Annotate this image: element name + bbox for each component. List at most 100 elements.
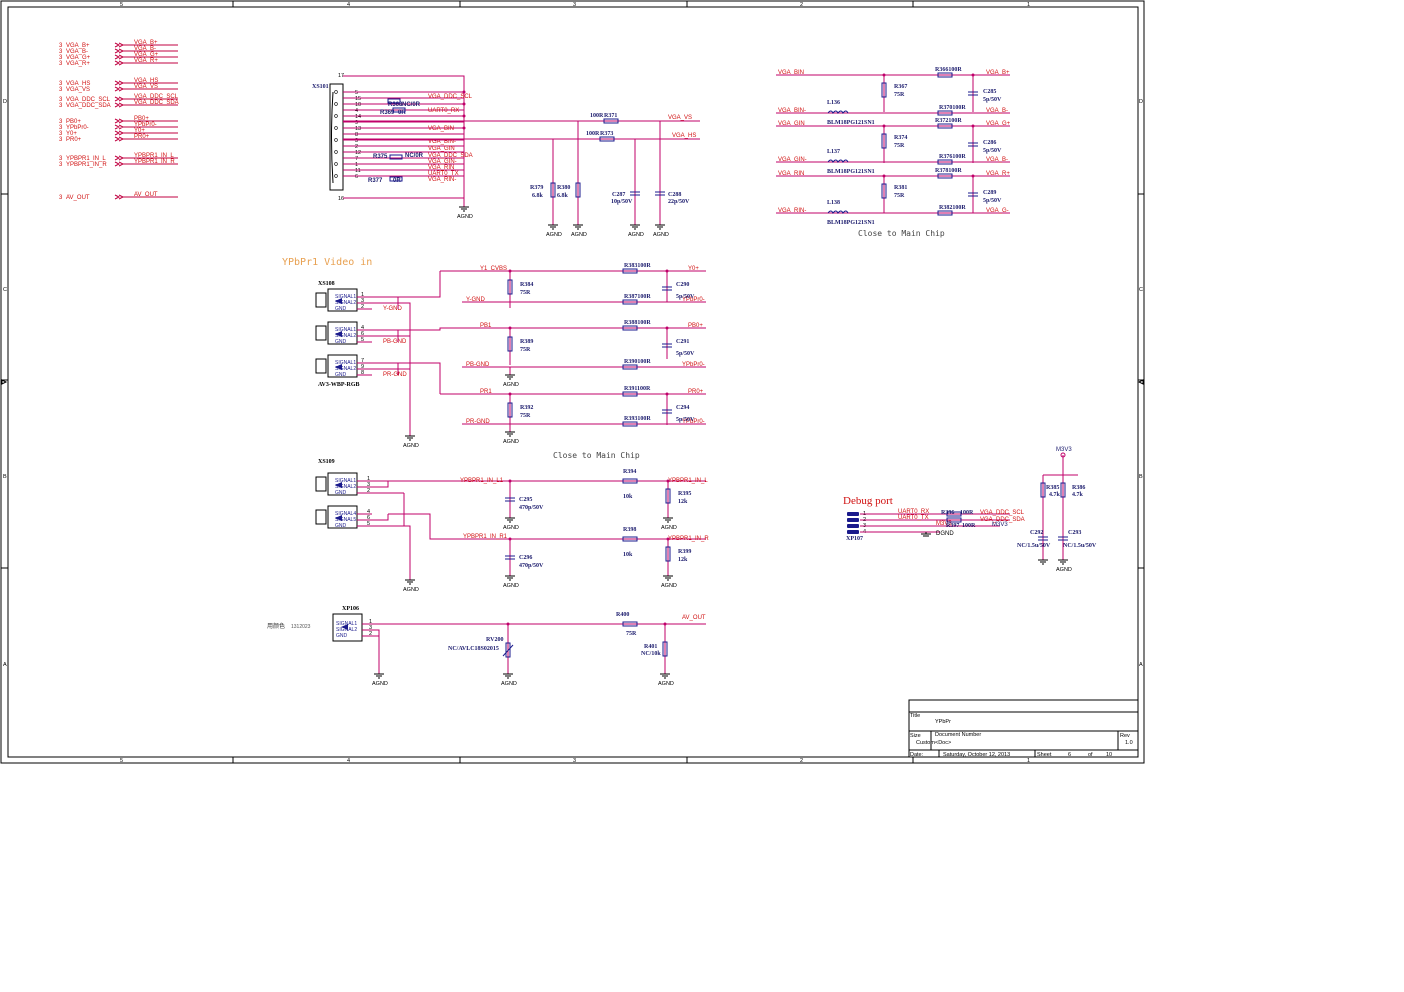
junction: [971, 124, 975, 128]
audio-shunt-val: 12k: [678, 499, 688, 505]
filter-output-net: VGA_G-: [986, 208, 1009, 214]
jack-arrow: [335, 482, 342, 488]
docnum-label: Document Number: [935, 732, 981, 738]
r377-ref: R377: [368, 178, 383, 184]
jack-signal: GND: [335, 372, 347, 378]
ypbpr-in-net: Y-GND: [466, 297, 485, 303]
ypbpr-shunt-ref: R384: [520, 282, 533, 288]
resistor: [665, 546, 671, 562]
c292-val: NC/1.5u/50V: [1017, 543, 1051, 549]
agnd-label: AGND: [503, 439, 519, 445]
sheet-label: Sheet: [1037, 752, 1052, 758]
bottom-col-marker: 5: [120, 758, 123, 764]
right-row-marker: C: [1139, 287, 1143, 293]
agnd-label: AGND: [372, 681, 388, 687]
junction: [462, 102, 466, 106]
pin-contact: [334, 150, 338, 154]
jack-signal: SIGNAL2: [335, 333, 356, 339]
ypbpr-part: AV3-WBP-RGB: [318, 382, 360, 388]
resistor: [622, 325, 638, 331]
port-sheet-number: 3: [59, 103, 63, 109]
ypbpr-cap-val: 5p/50V: [676, 351, 695, 357]
junction: [665, 326, 669, 330]
jack-gnd-net: PR-GND: [383, 372, 407, 378]
ypbpr-series: R390100R: [624, 359, 651, 365]
audio-signal: GND: [335, 490, 347, 496]
agnd-label: AGND: [501, 681, 517, 687]
avout-jack-body: [332, 613, 363, 642]
pin-contact: [334, 174, 338, 178]
jack-pin: 7: [361, 358, 364, 364]
jack-signal: SIGNAL1: [335, 294, 356, 300]
ypbpr-out-net: Y0+: [688, 266, 699, 272]
r397-ref: R397: [946, 523, 959, 529]
r401-ref: R401: [644, 644, 657, 650]
port-net-label: PB0+: [134, 116, 149, 122]
port-name: YPBPR1_IN_L: [66, 156, 106, 162]
port-sheet-number: 3: [59, 87, 63, 93]
ypbpr-shunt-val: 75R: [520, 290, 531, 296]
port-net-label: Y0+: [134, 128, 145, 134]
jack-pin: 4: [361, 325, 364, 331]
avout-signal: SIGNAL2: [336, 627, 357, 633]
of-value: 10: [1106, 752, 1112, 758]
c287-ref: C287: [612, 192, 625, 198]
filter-output-net: VGA_G+: [986, 121, 1011, 127]
filter-input-net: VGA_RIN: [778, 171, 804, 177]
junction: [508, 537, 512, 541]
avout-pin: 3: [369, 625, 372, 631]
vga-conn-ref: XS101: [312, 84, 329, 90]
vga-pin-number: 11: [355, 168, 361, 174]
inductor-ref: L136: [827, 100, 840, 106]
port-net-label: VGA_DDC_SCL: [134, 94, 179, 100]
r385-val: 4.7k: [1049, 492, 1061, 498]
debug-net: UART0_TX: [898, 515, 929, 521]
jack-signal: GND: [335, 306, 347, 312]
agnd-label: AGND: [457, 214, 473, 220]
audio-pin: 3: [367, 482, 370, 488]
port-name: VGA_DDC_SDA: [66, 103, 111, 109]
r375-ref: R375: [373, 154, 388, 160]
junction: [462, 126, 466, 130]
pin-contact: [334, 126, 338, 130]
resistor: [1040, 482, 1046, 498]
filter-output-net: VGA_B-: [986, 157, 1008, 163]
port-sheet-number: 3: [59, 162, 63, 168]
port-name: YPbPr0-: [66, 125, 89, 131]
port-sheet-number: 3: [59, 125, 63, 131]
series-res: R372100R: [935, 118, 962, 124]
debug-conn-ref: XP107: [846, 536, 863, 542]
r400-ref: R400: [616, 612, 629, 618]
agnd-label: AGND: [661, 525, 677, 531]
jack-signal: GND: [335, 339, 347, 345]
resistor: [881, 133, 887, 149]
av-jack-body: [327, 288, 358, 312]
ypbpr-cap-ref: C291: [676, 339, 689, 345]
junction: [882, 73, 886, 77]
jack-gnd-net: Y-GND: [383, 306, 402, 312]
ypbpr-shunt-ref: R389: [520, 339, 533, 345]
right-row-marker: D: [1139, 99, 1143, 105]
c292-ref: C292: [1030, 530, 1043, 536]
jack-gnd-net: PB-GND: [383, 339, 407, 345]
r396-ref: R396: [941, 510, 954, 516]
vga-conn-net: VGA_GIN: [428, 146, 455, 152]
avout-signal: GND: [336, 633, 348, 639]
resistor: [937, 123, 953, 129]
port-name: YPBPR1_IN_R: [66, 162, 107, 168]
vga-pin-number: 10: [355, 102, 361, 108]
r401-val: NC/10k: [641, 651, 661, 657]
r369-val: 0R: [398, 110, 406, 116]
agnd-label: AGND: [403, 443, 419, 449]
audio-conn-ref: XS109: [318, 459, 335, 465]
audio-net: YPBPR1_IN_R: [668, 536, 709, 542]
left-row-marker: C: [3, 287, 7, 293]
sheet-value: 6: [1068, 752, 1071, 758]
port-net-label: YPBPR1_IN_L: [134, 153, 174, 159]
agnd-label: AGND: [653, 232, 669, 238]
series-res: R378100R: [935, 168, 962, 174]
resistor: [622, 299, 638, 305]
right-row-marker: A: [1139, 662, 1143, 668]
